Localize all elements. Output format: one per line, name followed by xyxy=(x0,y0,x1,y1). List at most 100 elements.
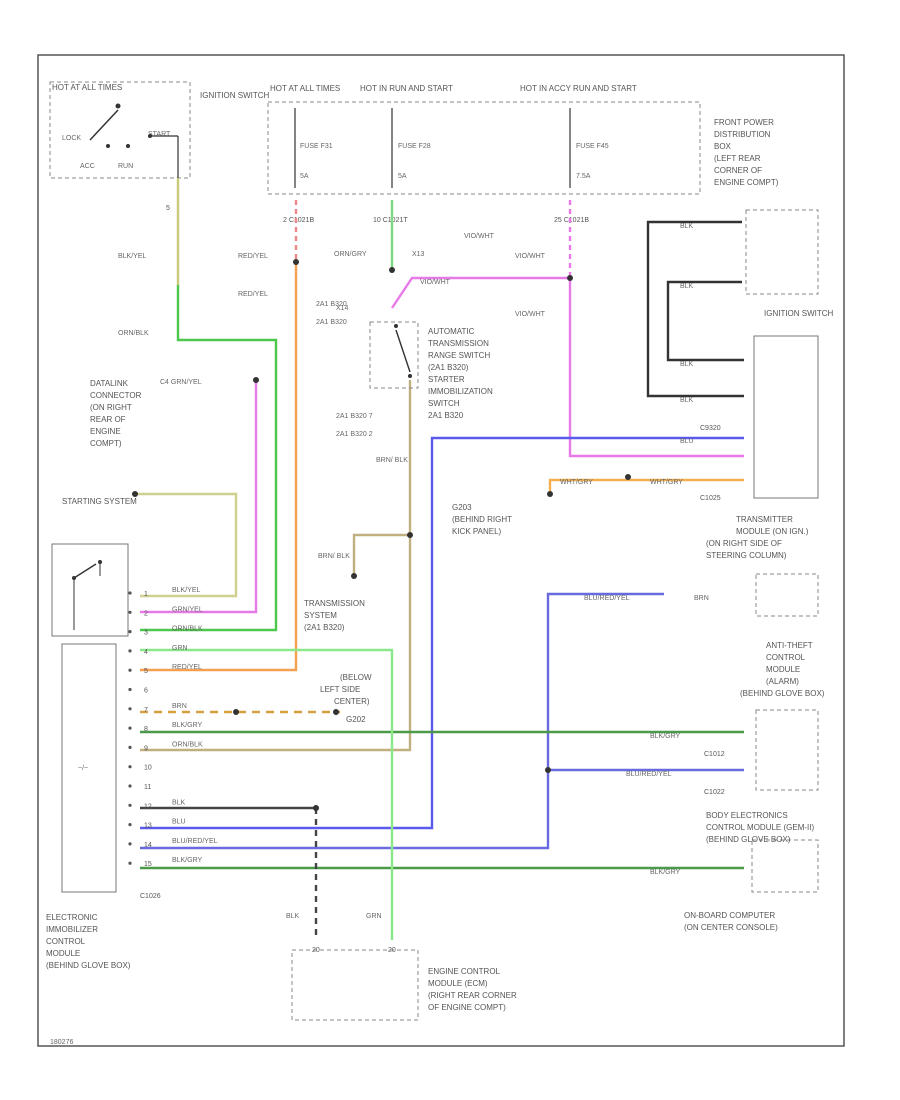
pin-wire-label: BLU/RED/YEL xyxy=(172,838,218,845)
fuse-f28-name: FUSE F28 xyxy=(398,143,431,150)
fuse-f45: FUSE F45 7.5A xyxy=(569,108,609,188)
module-pin-row: 10 xyxy=(128,765,152,772)
datalink-connector: C4 GRN/YEL DATALINK CONNECTOR (ON RIGHT … xyxy=(90,379,202,448)
ign-connector-c1025: C1025 xyxy=(700,495,721,502)
range-label-2: 2A1 B320 xyxy=(316,319,347,326)
module-pin-row: 5 RED/YEL xyxy=(128,664,202,675)
pin-terminal xyxy=(128,610,132,614)
starting-system-label: STARTING SYSTEM xyxy=(62,497,137,506)
right-wire-label-3: BLU/RED/YEL xyxy=(626,771,672,778)
pin-number: 6 xyxy=(144,688,148,695)
label-vio-wht-1: VIO/WHT xyxy=(464,233,495,240)
ignition-switch-title: IGNITION SWITCH xyxy=(200,91,270,100)
pin-number: 12 xyxy=(144,803,152,810)
label-orn-blk: ORN/BLK xyxy=(118,330,149,337)
svg-text:TRANSMISSION: TRANSMISSION xyxy=(304,599,365,608)
wire-brn-blk-transmission xyxy=(352,533,410,576)
engine-control-module: ENGINE CONTROL MODULE (ECM) (RIGHT REAR … xyxy=(286,913,517,1021)
pin-wire-label: RED/YEL xyxy=(172,664,202,671)
range-label-1: 2A1 B320 xyxy=(316,301,347,308)
power-distribution-box: HOT AT ALL TIMES HOT IN RUN AND START HO… xyxy=(267,84,779,224)
pin-number: 4 xyxy=(144,649,148,656)
right-wire-label-4: BLK/GRY xyxy=(650,869,681,876)
svg-text:(2A1 B320): (2A1 B320) xyxy=(304,623,345,632)
ign-wire-label-1: BLK xyxy=(680,223,694,230)
pin-wire-label: BRN xyxy=(172,703,187,710)
pin-wire-label: ORN/BLK xyxy=(172,626,203,633)
right-connector-2: C1022 xyxy=(704,789,725,796)
svg-text:CONTROL: CONTROL xyxy=(46,937,86,946)
svg-text:(BEHIND GLOVE BOX): (BEHIND GLOVE BOX) xyxy=(706,835,791,844)
wire-labels: BLK/YEL ORN/BLK RED/YEL RED/YEL ORN/GRY … xyxy=(118,233,694,560)
ignition-run-label: RUN xyxy=(118,163,133,170)
pin-number: 9 xyxy=(144,745,148,752)
svg-text:ANTI-THEFT: ANTI-THEFT xyxy=(766,641,813,650)
pin-terminal xyxy=(128,591,132,595)
svg-text:SWITCH: SWITCH xyxy=(428,399,460,408)
svg-text:(2A1 B320): (2A1 B320) xyxy=(428,363,469,372)
right-wire-label-2: BLK/GRY xyxy=(650,733,681,740)
pin-terminal xyxy=(128,745,132,750)
pin-terminal xyxy=(128,803,132,807)
svg-text:CORNER OF: CORNER OF xyxy=(714,166,762,175)
ecm-pin-1: 20 xyxy=(312,947,320,954)
svg-text:(BEHIND GLOVE BOX): (BEHIND GLOVE BOX) xyxy=(740,689,825,698)
svg-text:ENGINE COMPT): ENGINE COMPT) xyxy=(714,178,779,187)
wire-vio-wht-to-range xyxy=(391,276,570,309)
splices xyxy=(132,259,631,811)
wire-brn-blk xyxy=(140,380,412,752)
pin-terminal xyxy=(128,649,132,653)
body-electronics-module: BODY ELECTRONICS CONTROL MODULE (GEM-II)… xyxy=(650,811,819,893)
svg-text:SYSTEM: SYSTEM xyxy=(304,611,337,620)
splice-x14: X14 xyxy=(336,305,349,312)
ecm-wire-blk: BLK xyxy=(286,913,300,920)
fuse-f31-name: FUSE F31 xyxy=(300,143,333,150)
pin-terminal xyxy=(128,726,132,730)
wire-orn-blk xyxy=(140,285,278,632)
label-blk-yel: BLK/YEL xyxy=(118,253,147,260)
svg-text:(BELOW: (BELOW xyxy=(340,673,372,682)
right-connector-1: C1012 xyxy=(704,751,725,758)
svg-text:G203: G203 xyxy=(452,503,472,512)
connector-c1021b-1: 2 C1021B xyxy=(283,217,314,224)
ignition-switch-right: IGNITION SWITCH BLK BLK BLK BLK C9320 C1… xyxy=(680,209,834,502)
label-red-yel-1: RED/YEL xyxy=(238,253,268,260)
g203-ground: G203 (BEHIND RIGHT KICK PANEL) xyxy=(452,503,512,536)
label-wht-gry-2: WHT/GRY xyxy=(650,479,683,486)
pin-terminal xyxy=(128,668,132,672)
svg-text:MODULE (ON IGN.): MODULE (ON IGN.) xyxy=(736,527,809,536)
pin-number: 15 xyxy=(144,861,152,868)
pin-terminal xyxy=(128,842,132,846)
svg-text:(ON RIGHT: (ON RIGHT xyxy=(90,403,132,412)
pin-terminal xyxy=(128,687,132,692)
hot-label-3: HOT IN ACCY RUN AND START xyxy=(520,84,637,93)
svg-text:COMPT): COMPT) xyxy=(90,439,122,448)
ignition-acc-label: ACC xyxy=(80,163,95,170)
pin-wire-label: BLK/GRY xyxy=(172,857,203,864)
ignition-switch-top: HOT AT ALL TIMES IGNITION SWITCH LOCK AC… xyxy=(49,81,270,212)
pin-number: 14 xyxy=(144,842,152,849)
label-brn-blk-2: BRN/ BLK xyxy=(318,553,350,560)
wire-blu-red-yel xyxy=(140,592,664,850)
svg-text:G202: G202 xyxy=(346,715,366,724)
wire-brn-g203 xyxy=(548,478,744,492)
svg-text:(ON RIGHT SIDE OF: (ON RIGHT SIDE OF xyxy=(706,539,782,548)
range-label-3: 2A1 B320 7 xyxy=(336,413,373,420)
label-red-yel-2: RED/YEL xyxy=(238,291,268,298)
label-vio-wht-3: VIO/WHT xyxy=(420,279,451,286)
svg-text:BOX: BOX xyxy=(714,142,732,151)
pin-number: 5 xyxy=(144,668,148,675)
fuse-f28: FUSE F28 5A xyxy=(391,108,431,188)
svg-text:KICK PANEL): KICK PANEL) xyxy=(452,527,502,536)
label-blu: BLU xyxy=(680,438,694,445)
svg-text:TRANSMISSION: TRANSMISSION xyxy=(428,339,489,348)
fuse-f45-name: FUSE F45 xyxy=(576,143,609,150)
svg-text:(ALARM): (ALARM) xyxy=(766,677,799,686)
